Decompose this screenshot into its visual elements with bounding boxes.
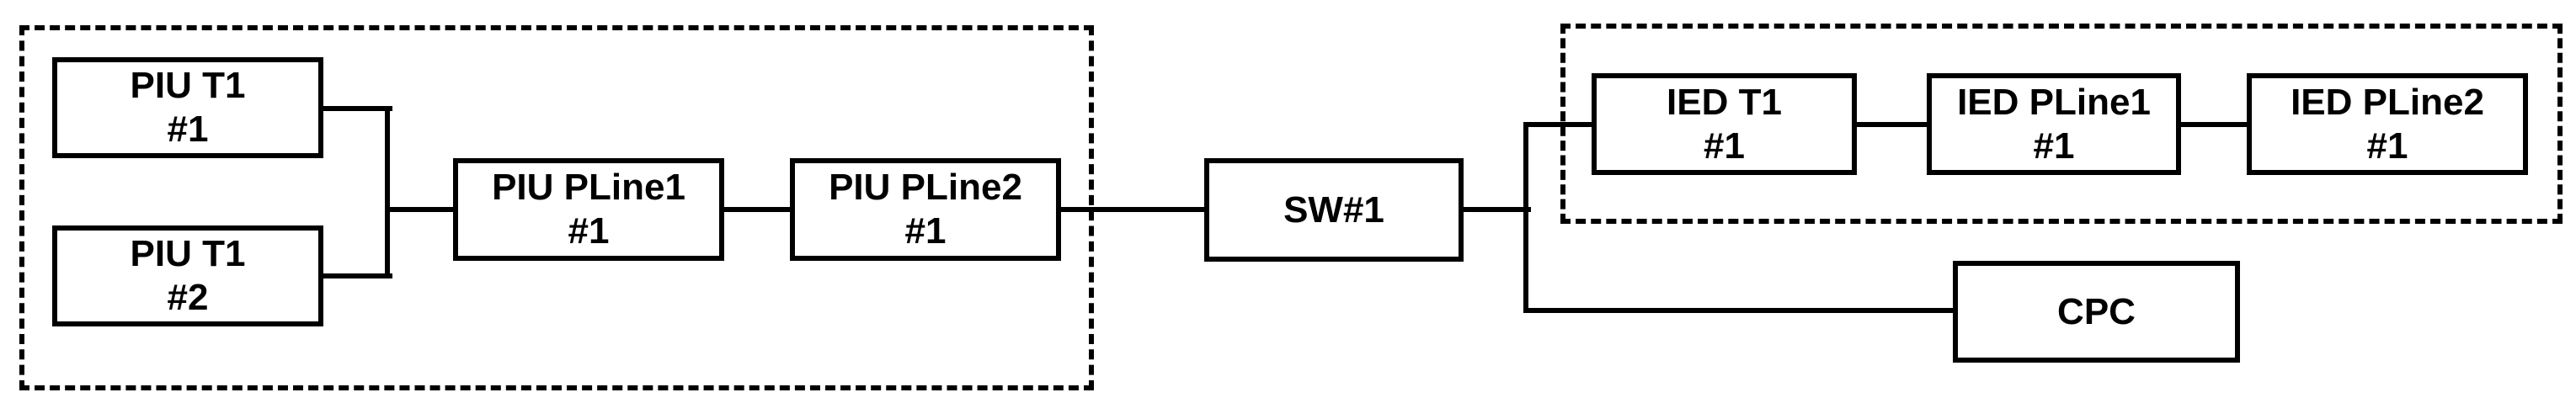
node-piu-pline1-label-line2: #1 [568, 210, 610, 252]
node-ied-t1: IED T1 #1 [1592, 73, 1857, 175]
node-piu-pline1: PIU PLine1 #1 [453, 158, 724, 261]
node-piu-pline2: PIU PLine2 #1 [790, 158, 1061, 261]
node-piu-t1-2: PIU T1 #2 [52, 225, 323, 326]
node-ied-pline2: IED PLine2 #1 [2247, 73, 2528, 175]
node-ied-pline2-label-line1: IED PLine2 [2291, 81, 2484, 123]
node-piu-t1-1-label-line1: PIU T1 [130, 65, 246, 106]
edge-piu-t1-1-to-bus [320, 106, 392, 111]
node-cpc: CPC [1953, 261, 2240, 363]
node-piu-t1-2-label-line2: #2 [167, 277, 209, 318]
edge-bus-to-ied-t1 [1523, 122, 1595, 127]
edge-ied-t1-to-ied-pline1 [1853, 122, 1930, 127]
node-piu-t1-1: PIU T1 #1 [52, 57, 323, 158]
node-piu-pline2-label-line2: #1 [904, 210, 947, 252]
node-ied-pline2-label-line2: #1 [2366, 125, 2408, 167]
node-ied-t1-label-line2: #1 [1704, 125, 1745, 167]
edge-piu-bus-vertical [385, 106, 390, 278]
node-sw1: SW#1 [1204, 158, 1464, 262]
edge-sw-bus-vertical [1523, 122, 1528, 313]
edge-bus-to-piu-pline1 [385, 207, 456, 212]
edge-piu-pline2-to-sw1 [1058, 207, 1208, 212]
node-ied-t1-label-line1: IED T1 [1667, 81, 1782, 123]
node-piu-pline1-label-line1: PIU PLine1 [492, 167, 685, 208]
node-ied-pline1: IED PLine1 #1 [1927, 73, 2181, 175]
node-piu-t1-1-label-line2: #1 [167, 109, 209, 150]
node-ied-pline1-label-line2: #1 [2033, 125, 2075, 167]
edge-piu-t1-2-to-bus [320, 273, 392, 278]
node-ied-pline1-label-line1: IED PLine1 [1957, 81, 2151, 123]
edge-ied-pline1-to-ied-pline2 [2178, 122, 2250, 127]
edge-piu-pline1-to-piu-pline2 [721, 207, 793, 212]
node-piu-t1-2-label-line1: PIU T1 [130, 233, 246, 274]
node-cpc-label: CPC [2057, 290, 2136, 332]
edge-bus-to-cpc [1523, 308, 1956, 313]
node-sw1-label: SW#1 [1283, 188, 1384, 231]
node-piu-pline2-label-line1: PIU PLine2 [829, 167, 1022, 208]
edge-sw1-to-bus [1459, 207, 1531, 212]
